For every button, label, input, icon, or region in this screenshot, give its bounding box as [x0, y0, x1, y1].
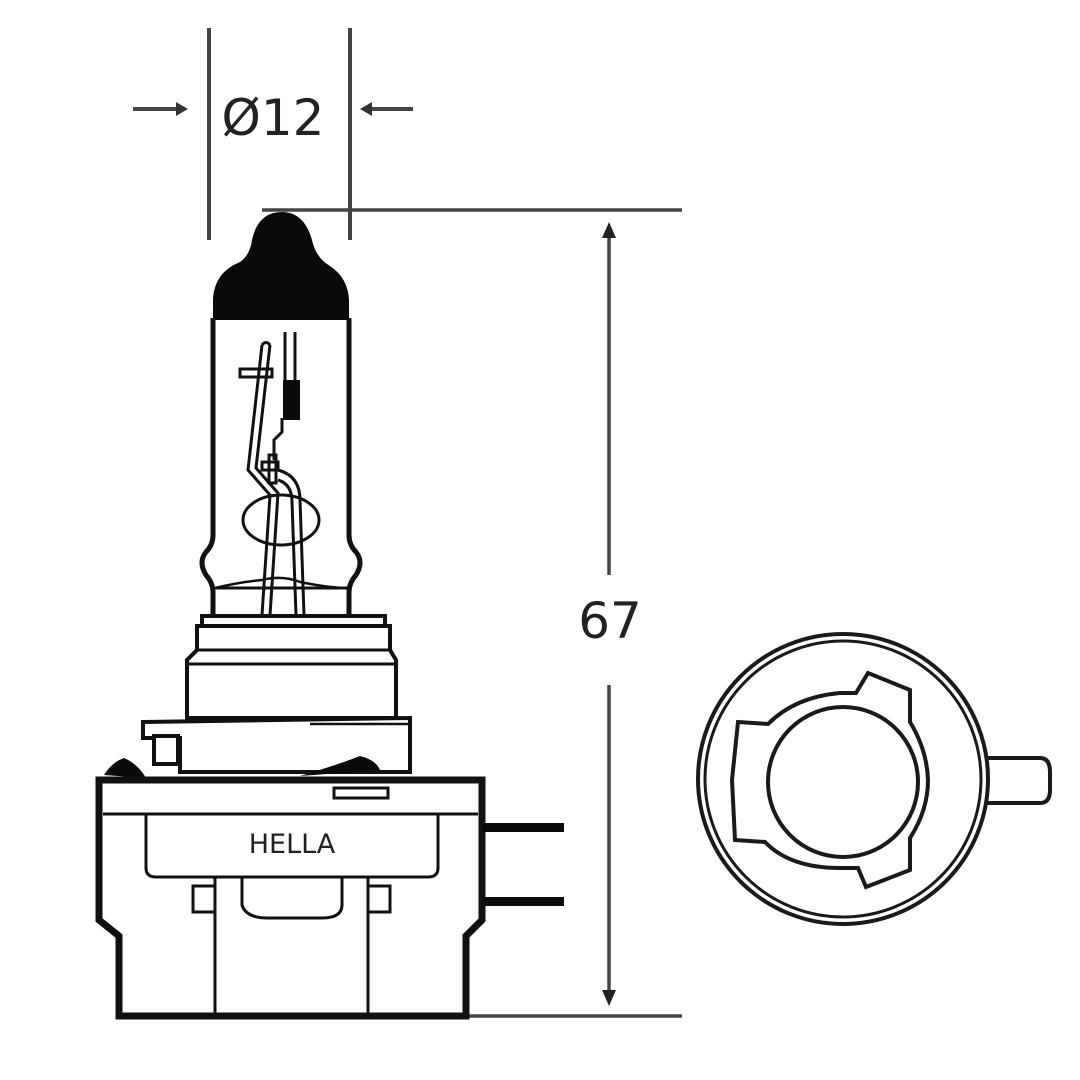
- bulb-collar: [185, 614, 398, 720]
- base-housing: [95, 776, 486, 1020]
- height-dimension: [262, 208, 682, 1018]
- diameter-dimension: [133, 28, 413, 240]
- bulb-tip-cap: [213, 212, 349, 320]
- keyed-flange: [729, 670, 931, 890]
- outer-ring-inner: [703, 639, 983, 919]
- tab-key: [987, 756, 1052, 805]
- arrowhead-right-icon: [176, 102, 188, 116]
- terminal-pin-upper: [482, 823, 564, 832]
- glass-envelope: [199, 318, 363, 616]
- filament-coil: [283, 380, 300, 420]
- arrowhead-down-icon: [602, 990, 616, 1006]
- height-label: 67: [578, 592, 642, 650]
- brand-label: HELLA: [249, 829, 336, 860]
- side-view: HELLA: [95, 212, 564, 1020]
- bulb-flange: [141, 715, 412, 774]
- arrowhead-left-icon: [360, 102, 372, 116]
- retaining-clip-right: [300, 756, 380, 776]
- diameter-label: Ø12: [222, 89, 325, 147]
- outer-ring: [696, 632, 990, 926]
- filament-assembly: [238, 332, 321, 616]
- center-socket: [766, 705, 920, 859]
- bottom-view: [696, 632, 1052, 926]
- terminal-pin-lower: [482, 897, 564, 906]
- retaining-clip-left: [104, 758, 146, 778]
- arrowhead-up-icon: [602, 222, 616, 238]
